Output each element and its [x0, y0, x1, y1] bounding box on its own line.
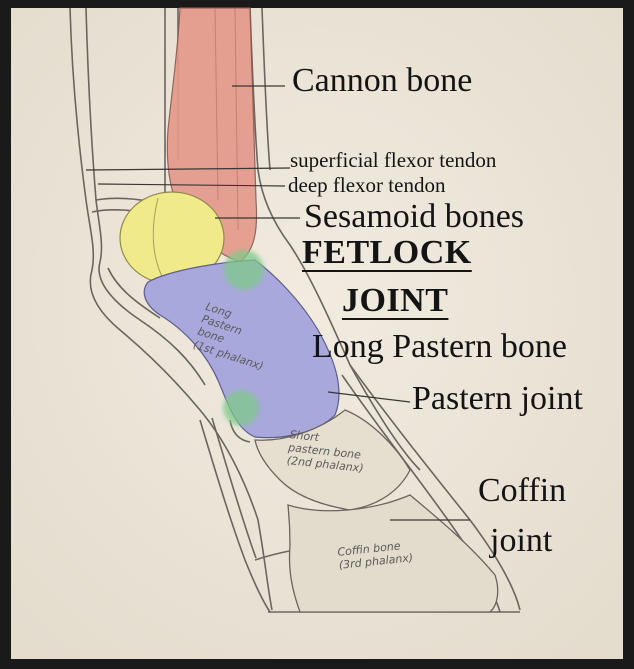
label-cannon-bone: Cannon bone — [292, 64, 472, 98]
label-coffin-joint: joint — [490, 524, 552, 558]
label-deep-flexor-tendon: deep flexor tendon — [288, 175, 445, 196]
label-fetlock: FETLOCK — [302, 236, 472, 270]
label-joint: JOINT — [342, 284, 448, 318]
label-sesamoid-bones: Sesamoid bones — [304, 200, 524, 234]
label-superficial-flexor-tendon: superficial flexor tendon — [290, 150, 496, 171]
handwritten-short-pastern: Short pastern bone (2nd phalanx) — [286, 428, 367, 475]
pastern-joint-marker — [223, 390, 259, 426]
label-coffin: Coffin — [478, 474, 566, 508]
label-pastern-joint: Pastern joint — [412, 382, 583, 416]
fetlock-joint-marker — [224, 250, 264, 290]
label-long-pastern-bone: Long Pastern bone — [312, 330, 567, 364]
